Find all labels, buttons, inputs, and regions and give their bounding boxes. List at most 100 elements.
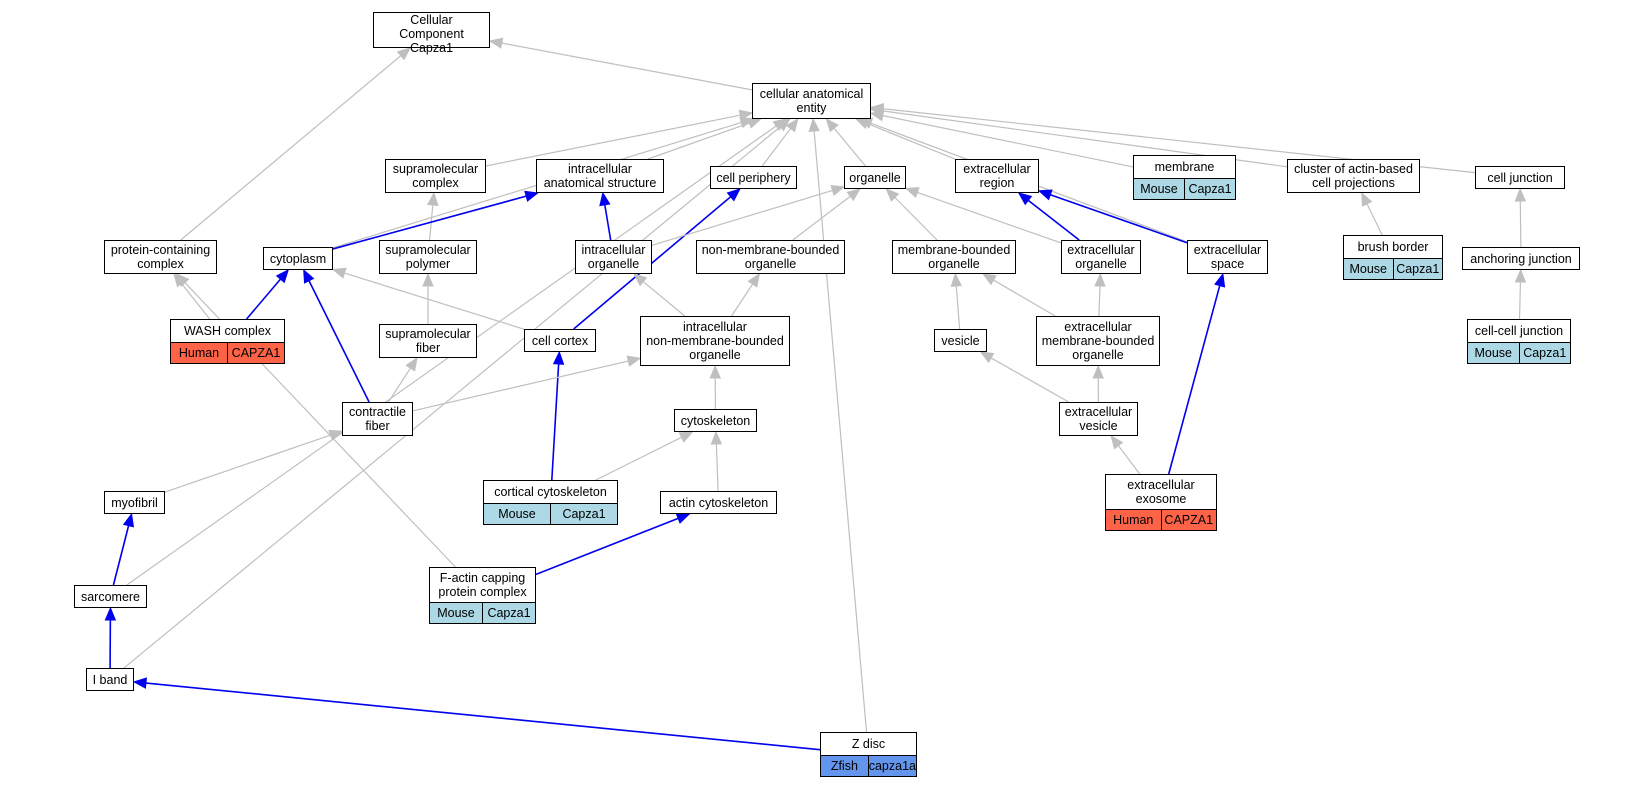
arrowhead (104, 606, 117, 621)
edge-org-to-cae (825, 117, 866, 167)
edge-iband-to-sarc (104, 606, 117, 669)
edge-iorg-to-org (651, 185, 846, 246)
edge-iband-to-cae (123, 118, 791, 669)
gene-tag: Capza1 (1392, 259, 1442, 279)
node-cper[interactable]: cell periphery (710, 166, 797, 189)
node-cytosk[interactable]: cytoskeleton (674, 409, 757, 432)
node-supcx[interactable]: supramolecular complex (385, 159, 486, 193)
arrowhead (869, 103, 885, 115)
arrowhead (303, 268, 315, 284)
node-label: membrane-bounded organelle (897, 243, 1011, 271)
edge-factin-to-pcc (175, 273, 456, 568)
node-cae[interactable]: cellular anatomical entity (752, 83, 871, 119)
node-label: cytoskeleton (680, 413, 751, 428)
node-exreg[interactable]: extracellular region (955, 159, 1039, 193)
arrowhead (904, 187, 920, 198)
arrowhead (626, 355, 642, 367)
edge-exmbo-to-mbo (982, 273, 1056, 317)
arrowhead (726, 188, 741, 202)
node-mbo[interactable]: membrane-bounded organelle (892, 240, 1016, 274)
arrowhead (599, 191, 611, 207)
node-cluster[interactable]: cluster of actin-based cell projections (1287, 159, 1420, 193)
edge-exosome-to-exspace (1167, 272, 1226, 475)
species-tag: Human (171, 343, 227, 363)
arrowhead (422, 272, 434, 287)
node-pcc[interactable]: protein-containing complex (104, 240, 217, 274)
edge-cfib-to-cyto (303, 268, 370, 403)
arrowhead (950, 272, 963, 287)
node-exmbo[interactable]: extracellular membrane-bounded organelle (1036, 316, 1160, 366)
gene-tag: Capza1 (1184, 179, 1235, 199)
node-iband[interactable]: I band (86, 668, 134, 691)
node-label: brush border (1357, 240, 1429, 254)
arrowhead (675, 513, 691, 524)
node-sarc[interactable]: sarcomere (74, 585, 147, 608)
node-label: cell-cell junction (1474, 324, 1564, 338)
node-label: non-membrane-bounded organelle (701, 243, 840, 271)
arrowhead (488, 37, 504, 49)
node-iorg[interactable]: intracellular organelle (575, 240, 652, 274)
arrowhead (328, 429, 344, 441)
node-suppol[interactable]: supramolecular polymer (379, 240, 477, 274)
arrowhead (1037, 189, 1053, 201)
node-cyto[interactable]: cytoplasm (263, 247, 333, 270)
edge-nmbo-to-org (792, 188, 861, 241)
edge-cper-to-cae (761, 117, 799, 167)
edge-factin-to-actincs (535, 513, 691, 576)
edge-vesicle-to-mbo (950, 272, 963, 330)
node-celljx[interactable]: cell junction (1475, 166, 1565, 189)
arrowhead (747, 272, 760, 288)
node-cfib[interactable]: contractile fiber (342, 402, 413, 436)
arrowhead (1092, 364, 1104, 379)
node-label: intracellular anatomical structure (543, 162, 657, 190)
node-label: supramolecular polymer (385, 243, 471, 271)
edge-exosome-to-exves (1110, 434, 1141, 475)
arrowhead (175, 273, 190, 288)
node-nmbo[interactable]: non-membrane-bounded organelle (696, 240, 845, 274)
node-root[interactable]: Cellular Component Capza1 (373, 12, 490, 55)
edge-supfib-to-suppol (422, 272, 434, 324)
edge-actincs-to-cytosk (710, 430, 723, 492)
species-tag: Mouse (1344, 259, 1393, 279)
node-vesicle[interactable]: vesicle (934, 329, 987, 352)
species-tag: Mouse (1134, 179, 1184, 199)
edge-cfib-to-inmbo (412, 355, 642, 412)
node-label: cortical cytoskeleton (494, 485, 607, 499)
edge-cortex-to-cper (573, 188, 741, 330)
edge-exorg-to-org (904, 187, 1062, 244)
node-exves[interactable]: extracellular vesicle (1059, 402, 1138, 436)
gene-tag: CAPZA1 (1160, 510, 1216, 530)
arrowhead (979, 351, 995, 364)
node-exorg[interactable]: extracellular organelle (1061, 240, 1141, 274)
node-exspace[interactable]: extracellular space (1187, 240, 1268, 274)
node-anchor[interactable]: anchoring junction (1462, 247, 1580, 270)
arrowhead (776, 118, 791, 132)
node-supfib[interactable]: supramolecular fiber (379, 324, 477, 358)
edge-zdisc-to-iband (132, 677, 821, 751)
node-ias[interactable]: intracellular anatomical structure (536, 159, 664, 193)
node-label: intracellular non-membrane-bounded organ… (646, 320, 784, 362)
node-org[interactable]: organelle (844, 166, 906, 189)
node-cortex[interactable]: cell cortex (524, 329, 596, 352)
edge-exorg-to-exreg (1017, 192, 1080, 241)
node-myofib[interactable]: myofibril (104, 491, 165, 514)
gene-tag: Capza1 (550, 504, 617, 524)
node-inmbo[interactable]: intracellular non-membrane-bounded organ… (640, 316, 790, 366)
node-actincs[interactable]: actin cytoskeleton (660, 491, 777, 514)
node-label: F-actin capping protein complex (438, 571, 527, 599)
arrowhead (275, 269, 290, 284)
arrowhead (132, 677, 148, 689)
node-label: cell junction (1487, 170, 1553, 185)
gene-tag: CAPZA1 (227, 343, 284, 363)
arrowhead (846, 188, 861, 202)
node-label: Z disc (851, 737, 886, 751)
